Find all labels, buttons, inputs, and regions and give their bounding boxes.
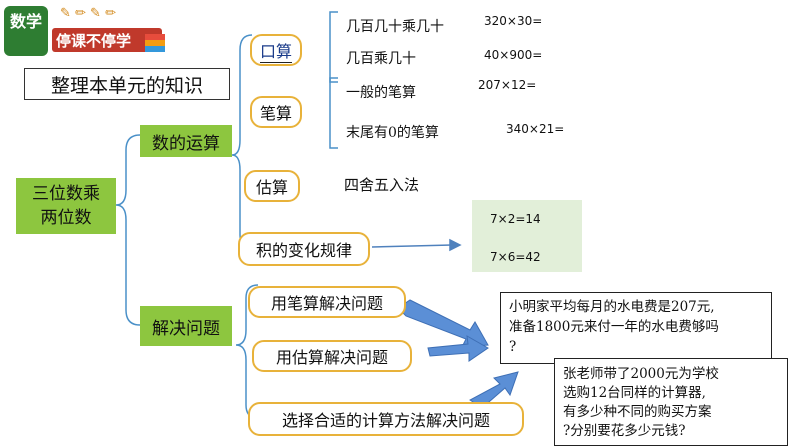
- written-example-2: 340×21=: [506, 122, 565, 136]
- solve-brace: [235, 284, 259, 419]
- problem-1-line-2: 准备1800元来付一年的水电费够吗: [509, 319, 719, 335]
- problem-box-1: 小明家平均每月的水电费是207元, 准备1800元来付一年的水电费够吗 ?: [500, 292, 772, 364]
- root-node: 三位数乘 两位数: [16, 178, 116, 234]
- item-estimate: 估算: [244, 170, 300, 202]
- solve-item-written: 用笔算解决问题: [248, 286, 406, 318]
- product-example-bottom: 7×6=42: [490, 250, 541, 264]
- mental-brace: [329, 11, 338, 83]
- arrow-written-to-problem1: [397, 299, 489, 348]
- product-arrow: [371, 238, 462, 252]
- book-stack-icon: [145, 34, 165, 52]
- branch-solve: 解决问题: [140, 306, 232, 346]
- product-example-top: 7×2=14: [490, 212, 541, 226]
- branch-compute: 数的运算: [140, 125, 232, 157]
- logo-badge-text: 数学: [9, 12, 42, 31]
- solve-item-method: 选择合适的计算方法解决问题: [248, 402, 524, 436]
- root-line-2: 两位数: [40, 208, 92, 228]
- pencil-icon: ✎ ✏ ✎ ✏: [60, 6, 116, 21]
- item-written: 笔算: [250, 96, 302, 128]
- problem-1-line-1: 小明家平均每月的水电费是207元,: [509, 299, 715, 315]
- written-brace: [329, 77, 338, 149]
- page-title: 整理本单元的知识: [24, 68, 230, 100]
- mental-example-1: 320×30=: [484, 14, 543, 28]
- root-brace: [115, 134, 141, 326]
- mental-example-2: 40×900=: [484, 48, 543, 62]
- compute-brace: [231, 34, 253, 249]
- root-line-1: 三位数乘: [32, 184, 100, 204]
- logo-banner-text: 停课不停学: [56, 32, 132, 50]
- estimate-detail: 四舍五入法: [344, 176, 420, 194]
- logo: 数学 停课不停学 ✎ ✏ ✎ ✏: [0, 0, 170, 62]
- written-detail-1: 一般的笔算: [346, 85, 416, 101]
- mental-detail-1: 几百几十乘几十: [346, 19, 444, 35]
- problem-2-line-3: 有多少种不同的购买方案: [563, 404, 712, 420]
- problem-2-line-2: 选购12台同样的计算器,: [563, 385, 706, 401]
- item-product: 积的变化规律: [238, 232, 370, 266]
- problem-2-line-4: ?分别要花多少元钱?: [563, 423, 686, 439]
- arrow-estimate-to-problem1: [427, 335, 489, 362]
- written-detail-2: 末尾有0的笔算: [346, 125, 439, 141]
- product-example-box: [472, 200, 582, 272]
- logo-banner: [52, 28, 162, 52]
- written-example-1: 207×12=: [478, 78, 537, 92]
- logo-badge: [4, 6, 48, 56]
- item-mental: 口算: [250, 34, 302, 66]
- problem-1-line-3: ?: [509, 339, 517, 355]
- solve-item-estimate: 用估算解决问题: [252, 340, 412, 372]
- problem-box-2: 张老师带了2000元为学校 选购12台同样的计算器, 有多少种不同的购买方案 ?…: [554, 358, 788, 446]
- mental-detail-2: 几百乘几十: [346, 51, 416, 67]
- problem-2-line-1: 张老师带了2000元为学校: [563, 366, 719, 382]
- item-mental-label: 口算: [259, 38, 292, 63]
